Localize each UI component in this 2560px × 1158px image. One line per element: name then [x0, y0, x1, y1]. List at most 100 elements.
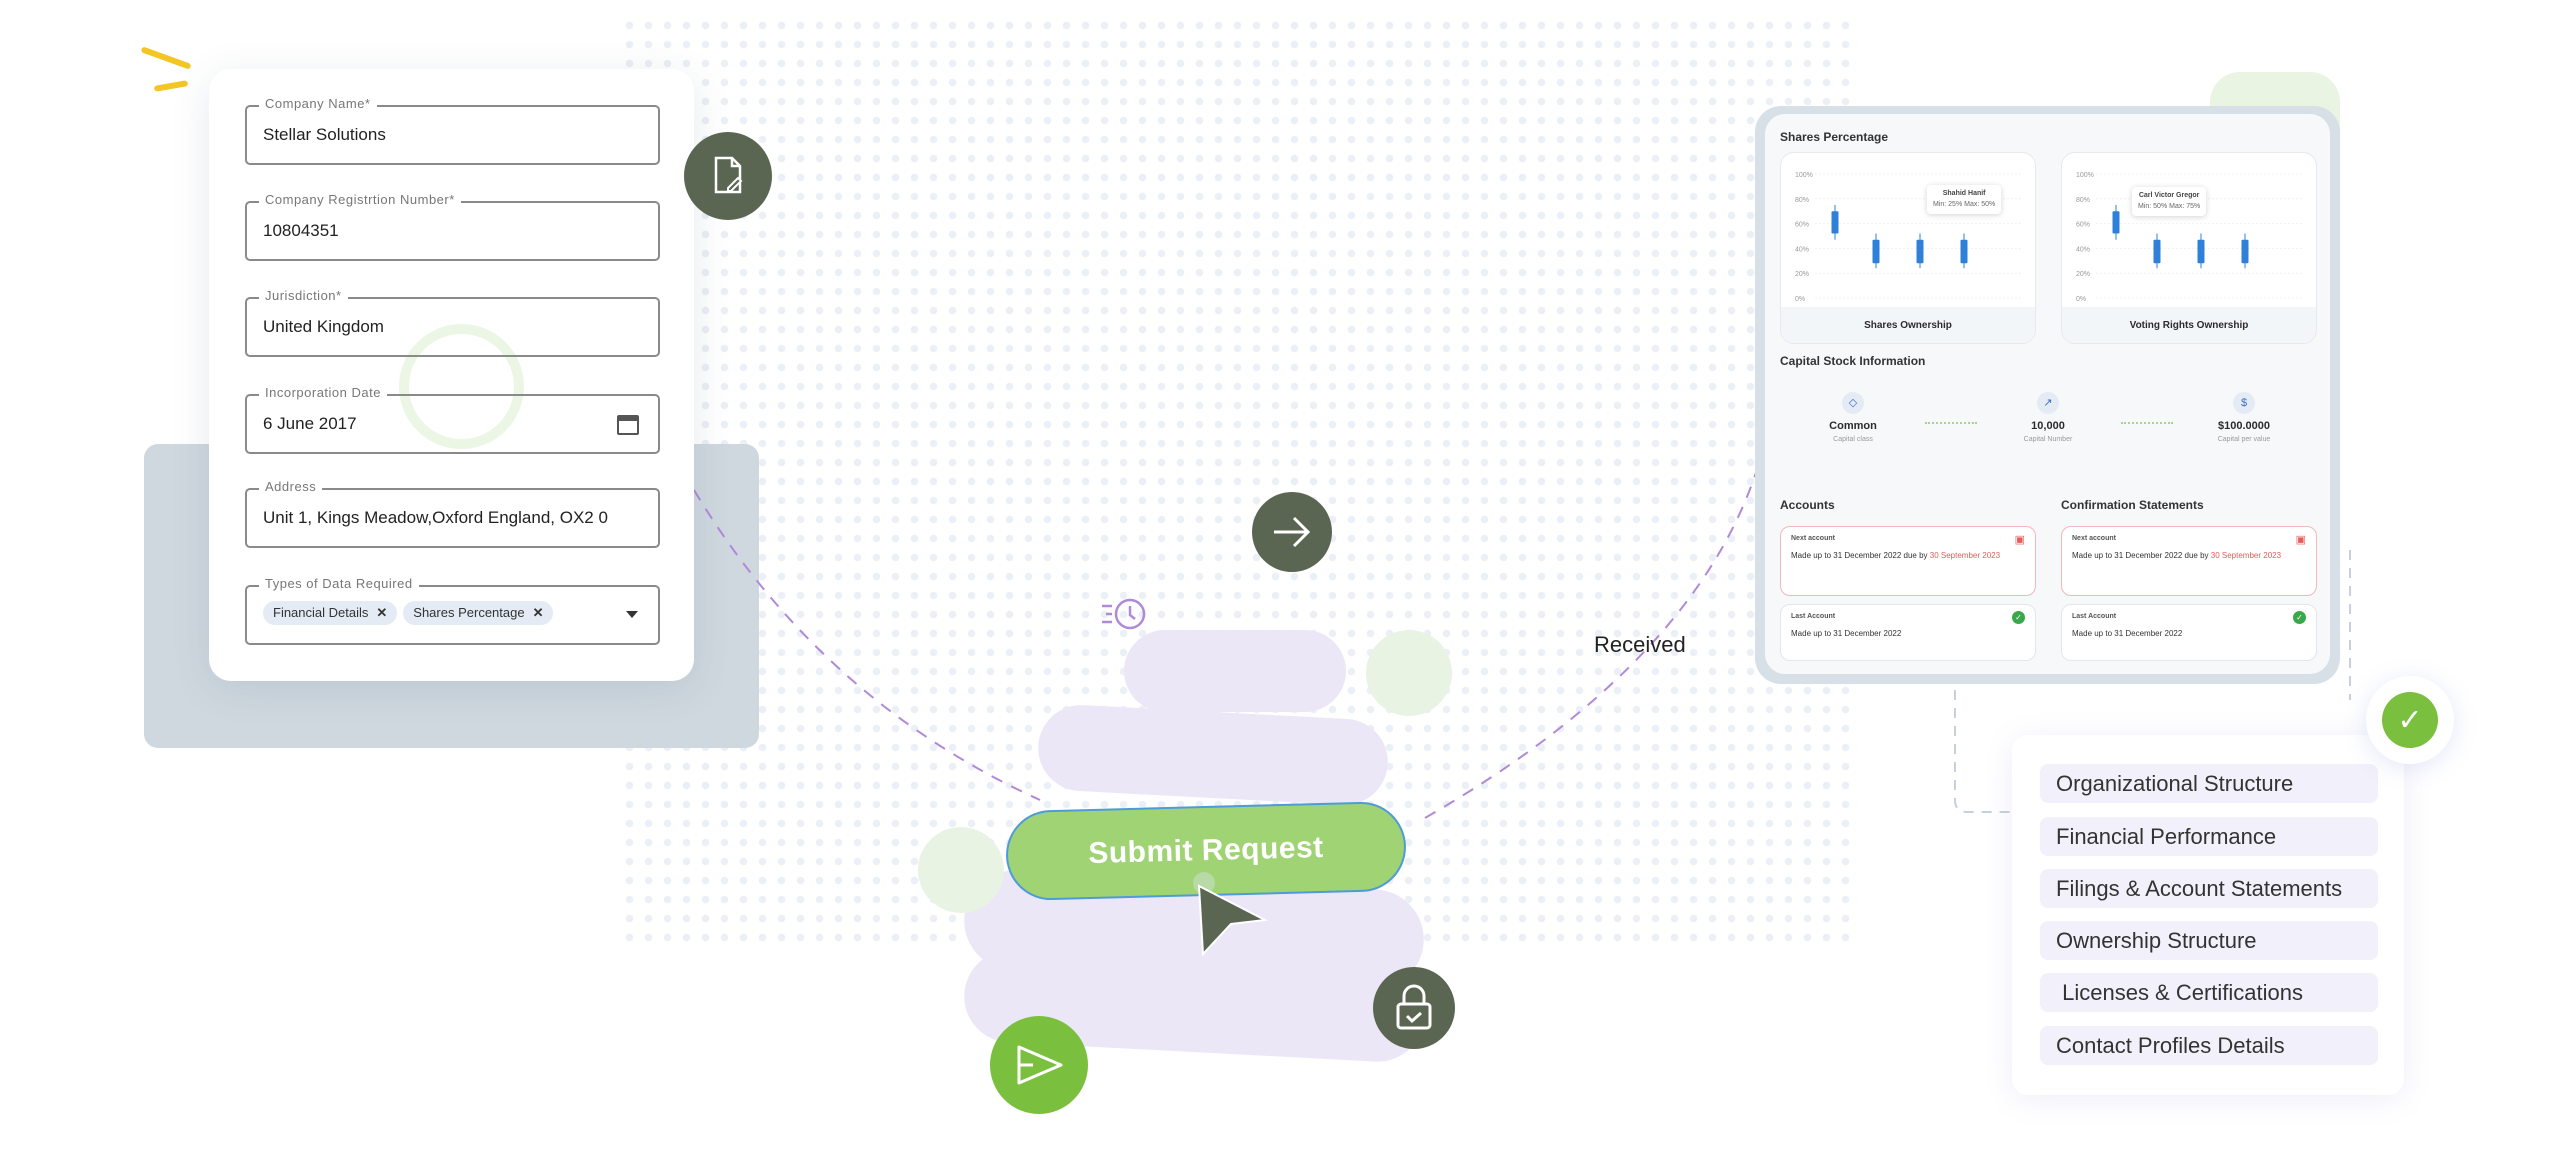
- chip-remove-icon[interactable]: ✕: [532, 605, 544, 620]
- card-text: Made up to 31 December 2022 due by: [1791, 551, 1930, 560]
- field-value: 6 June 2017: [263, 414, 357, 433]
- candlestick-plot: 100%80%60%40%20%0%: [1795, 172, 2021, 303]
- document-edit-icon: [684, 132, 772, 220]
- check-watermark-icon: [399, 324, 524, 449]
- y-tick-label: 0%: [1795, 296, 1805, 303]
- due-date: 30 September 2023: [1929, 551, 2001, 560]
- card-text: Made up to 31 December 2022 due by: [2072, 551, 2211, 560]
- incorporation-date-field[interactable]: Incorporation Date 6 June 2017: [245, 385, 660, 454]
- clock-speed-icon: [1098, 596, 1150, 639]
- candle-body: [2197, 239, 2205, 264]
- list-item: Ownership Structure: [2040, 921, 2378, 960]
- received-label: Received: [1594, 632, 1686, 657]
- calendar-due-icon: ▣: [2014, 534, 2025, 546]
- list-item: Organizational Structure: [2040, 764, 2378, 803]
- candle[interactable]: [2153, 233, 2161, 269]
- y-tick-label: 20%: [2076, 271, 2090, 278]
- chart-title: Shares Ownership: [1781, 307, 2035, 343]
- dollar-icon: $: [2233, 392, 2255, 414]
- dropdown-arrow-icon[interactable]: [626, 611, 638, 624]
- deco-circle: [1366, 630, 1452, 716]
- candle-body: [1960, 239, 1968, 264]
- chip-shares-percentage[interactable]: Shares Percentage ✕: [403, 601, 554, 625]
- field-value: Unit 1, Kings Meadow,Oxford England, OX2…: [263, 508, 608, 527]
- check-icon: ✓: [2382, 692, 2438, 748]
- accounts-next-card: Next account ▣ Made up to 31 December 20…: [1780, 526, 2036, 596]
- capital-label: Capital per value: [2217, 436, 2271, 443]
- field-label: Address: [259, 479, 323, 494]
- list-item: Licenses & Certifications: [2040, 973, 2378, 1012]
- accounts-last-card: Last Account ✓ Made up to 31 December 20…: [1780, 604, 2036, 661]
- shares-percentage-title: Shares Percentage: [1780, 130, 1889, 144]
- candle[interactable]: [2241, 233, 2249, 269]
- accounts-title: Accounts: [1780, 498, 1835, 512]
- check-icon: ✓: [2293, 611, 2306, 624]
- check-badge: ✓: [2366, 676, 2454, 764]
- confirmation-statements-title: Confirmation Statements: [2061, 498, 2204, 512]
- y-tick-label: 100%: [1795, 172, 1813, 179]
- data-types-select[interactable]: Types of Data Required Financial Details…: [245, 576, 660, 645]
- y-tick-label: 80%: [1795, 197, 1809, 204]
- shares-ownership-chart: 100%80%60%40%20%0% Shares Ownership Shah…: [1780, 152, 2036, 344]
- card-label: Next account: [2072, 535, 2116, 542]
- chip-label: Financial Details: [273, 605, 369, 620]
- y-tick-label: 40%: [1795, 246, 1809, 253]
- candle[interactable]: [1872, 233, 1880, 269]
- company-name-field[interactable]: Company Name* Stellar Solutions: [245, 96, 660, 165]
- card-text: Made up to 31 December 2022: [2072, 629, 2183, 638]
- chart-title: Voting Rights Ownership: [2062, 307, 2316, 343]
- capital-value: $100.0000: [2218, 420, 2270, 432]
- candle-body: [2241, 239, 2249, 264]
- registration-number-field[interactable]: Company Registrtion Number* 10804351: [245, 192, 660, 261]
- field-value: United Kingdom: [263, 317, 384, 336]
- field-label: Incorporation Date: [259, 385, 387, 400]
- deco-blob: [1035, 702, 1391, 808]
- field-label: Types of Data Required: [259, 576, 419, 591]
- candlestick-plot: 100%80%60%40%20%0%: [2076, 172, 2302, 303]
- candle-body: [2153, 239, 2161, 264]
- card-label: Last Account: [2072, 613, 2117, 620]
- candle[interactable]: [1831, 205, 1839, 240]
- company-report-dashboard: Shares Percentage 100%80%60%40%20%0% Sha…: [1755, 106, 2340, 684]
- field-value: 10804351: [263, 221, 339, 240]
- send-icon: [990, 1016, 1088, 1114]
- list-item: Filings & Account Statements: [2040, 869, 2378, 908]
- capital-stock-title: Capital Stock Information: [1780, 354, 1926, 368]
- divider: [2121, 422, 2173, 424]
- candle-body: [1872, 239, 1880, 264]
- field-label: Company Registrtion Number*: [259, 192, 461, 207]
- candle[interactable]: [1960, 233, 1968, 269]
- candle-body: [2112, 211, 2120, 234]
- candle[interactable]: [2112, 205, 2120, 240]
- calendar-icon[interactable]: [616, 412, 640, 436]
- due-date: 30 September 2023: [2210, 551, 2282, 560]
- deco-circle: [918, 827, 1004, 913]
- chip-label: Shares Percentage: [413, 605, 525, 620]
- field-value: Stellar Solutions: [263, 125, 386, 144]
- trend-icon: ↗: [2037, 392, 2059, 414]
- confirmation-last-card: Last Account ✓ Made up to 31 December 20…: [2061, 604, 2317, 661]
- card-label: Last Account: [1791, 613, 1836, 620]
- chip-remove-icon[interactable]: ✕: [376, 605, 388, 620]
- chip-financial-details[interactable]: Financial Details ✕: [263, 601, 398, 625]
- candle-body: [1831, 211, 1839, 234]
- y-tick-label: 0%: [2076, 296, 2086, 303]
- field-label: Company Name*: [259, 96, 377, 111]
- company-form: Company Name* Stellar Solutions Company R…: [209, 69, 694, 681]
- y-tick-label: 40%: [2076, 246, 2090, 253]
- candle-body: [1916, 239, 1924, 264]
- confirmation-next-card: Next account ▣ Made up to 31 December 20…: [2061, 526, 2317, 596]
- list-item: Financial Performance: [2040, 817, 2378, 856]
- divider: [1925, 422, 1977, 424]
- card-text: Made up to 31 December 2022: [1791, 629, 1902, 638]
- candle[interactable]: [1916, 233, 1924, 269]
- candle[interactable]: [2197, 233, 2205, 269]
- tooltip-text: Min: 50% Max: 75%: [2138, 202, 2201, 210]
- jurisdiction-field[interactable]: Jurisdiction*United Kingdom: [245, 288, 660, 357]
